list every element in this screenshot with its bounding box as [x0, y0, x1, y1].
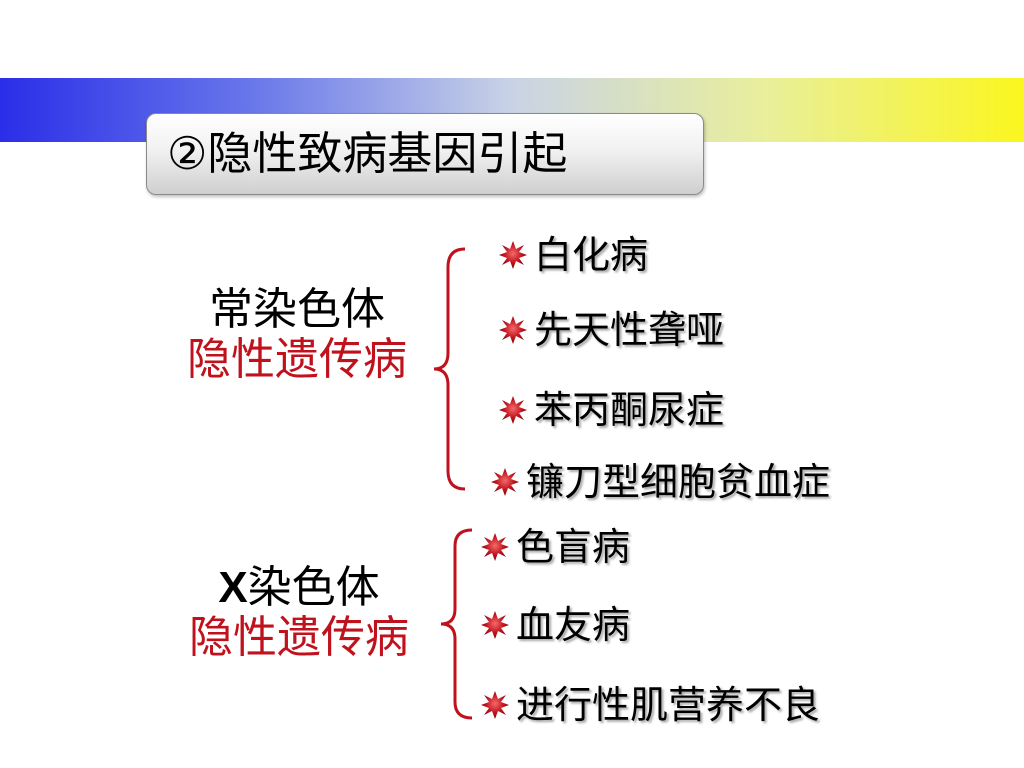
starburst-bullet-icon — [481, 533, 509, 561]
list-item: 先天性聋哑 — [498, 308, 724, 352]
starburst-bullet-icon — [499, 241, 527, 269]
starburst-bullet-icon — [499, 396, 527, 424]
item-label: 苯丙酮尿症 — [534, 388, 725, 432]
brace-icon — [440, 528, 473, 720]
item-label: 镰刀型细胞贫血症 — [526, 460, 831, 504]
item-label: 进行性肌营养不良 — [516, 683, 821, 727]
brace-icon — [433, 247, 466, 491]
group-label-line2: 隐性遗传病 — [189, 612, 409, 663]
list-item: 色盲病 — [480, 525, 630, 569]
slide-title-box: ②隐性致病基因引起 — [146, 113, 704, 195]
item-label: 先天性聋哑 — [534, 308, 725, 352]
group-label-line2: 隐性遗传病 — [187, 334, 407, 385]
list-item: 进行性肌营养不良 — [480, 683, 820, 727]
item-label: 色盲病 — [516, 525, 631, 569]
group-label-prefix: X — [218, 563, 248, 612]
item-label: 白化病 — [534, 233, 649, 277]
item-label: 血友病 — [516, 603, 631, 647]
group-label-line1-text: 染色体 — [247, 562, 380, 613]
list-item: 白化病 — [498, 233, 648, 277]
starburst-bullet-icon — [491, 468, 519, 496]
slide-title: ②隐性致病基因引起 — [167, 127, 568, 180]
group-label-line1: X染色体 — [172, 563, 426, 613]
group-label-x-linked: X染色体 隐性遗传病 — [172, 563, 426, 663]
group-label-autosomal: 常染色体 隐性遗传病 — [170, 285, 424, 385]
starburst-bullet-icon — [481, 611, 509, 639]
group-label-line1: 常染色体 — [209, 284, 385, 335]
starburst-bullet-icon — [481, 691, 509, 719]
list-item: 苯丙酮尿症 — [498, 388, 724, 432]
list-item: 血友病 — [480, 603, 630, 647]
starburst-bullet-icon — [499, 316, 527, 344]
list-item: 镰刀型细胞贫血症 — [490, 460, 830, 504]
